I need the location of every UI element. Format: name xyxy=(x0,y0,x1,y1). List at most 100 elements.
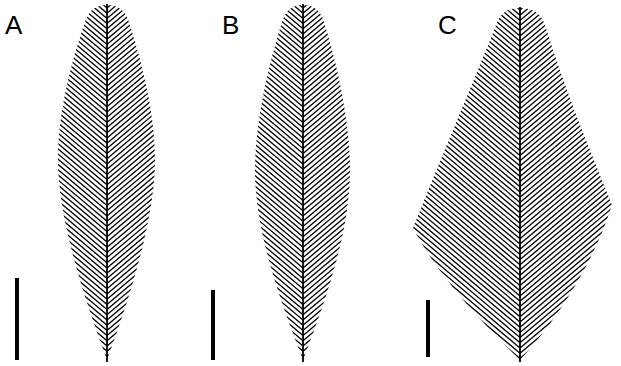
barb-line xyxy=(303,0,523,60)
barb-line xyxy=(300,0,520,31)
barb-line xyxy=(0,57,107,242)
barb-line xyxy=(303,0,523,174)
barb-line xyxy=(300,0,520,88)
barb-line xyxy=(83,0,303,164)
barb-line xyxy=(303,0,523,169)
barb-line xyxy=(300,0,520,166)
barb-line xyxy=(520,158,621,343)
barb-line xyxy=(83,119,303,304)
barb-line xyxy=(83,88,303,273)
barb-line xyxy=(520,23,621,208)
barb-line xyxy=(303,0,523,138)
barb-line xyxy=(300,142,520,327)
barb-line xyxy=(0,0,107,128)
barb-line xyxy=(520,49,621,234)
scale-bar xyxy=(15,278,19,360)
barb-line xyxy=(520,75,621,260)
barb-line xyxy=(0,93,107,278)
barb-line xyxy=(520,0,621,31)
barb-line xyxy=(300,0,520,161)
barb-line xyxy=(520,7,621,192)
barb-line xyxy=(303,0,523,91)
scale-bar xyxy=(426,300,430,357)
barb-line xyxy=(83,73,303,258)
barb-line xyxy=(300,64,520,249)
barb-line xyxy=(83,0,303,107)
barb-line xyxy=(83,0,303,18)
barb-line xyxy=(520,0,621,114)
barb-hatching xyxy=(0,0,327,362)
barb-line xyxy=(520,0,621,166)
barb-line xyxy=(520,69,621,254)
barb-line xyxy=(300,116,520,301)
barb-line xyxy=(520,0,621,98)
barb-line xyxy=(300,0,520,46)
barb-line xyxy=(107,0,327,133)
barb-line xyxy=(107,0,327,24)
barb-line xyxy=(520,0,621,150)
barb-hatching xyxy=(300,0,621,358)
barb-line xyxy=(0,0,107,70)
barb-line xyxy=(300,0,520,52)
barb-line xyxy=(0,0,107,65)
barb-line xyxy=(520,64,621,249)
barb-line xyxy=(520,38,621,223)
barb-line xyxy=(300,33,520,218)
barb-line xyxy=(303,177,523,362)
barb-line xyxy=(83,0,303,39)
barb-line xyxy=(300,80,520,265)
barb-line xyxy=(303,0,523,133)
barb-line xyxy=(300,0,520,98)
barb-line xyxy=(300,163,520,348)
barb-line xyxy=(0,26,107,211)
barb-line xyxy=(303,0,523,180)
barb-line xyxy=(107,0,327,91)
barb-line xyxy=(300,23,520,208)
barb-line xyxy=(520,54,621,239)
barb-line xyxy=(83,93,303,278)
barb-line xyxy=(300,28,520,213)
barb-line xyxy=(520,80,621,265)
barb-line xyxy=(83,145,303,330)
barb-line xyxy=(520,106,621,291)
barb-line xyxy=(83,130,303,315)
barb-line xyxy=(300,0,520,10)
barb-line xyxy=(0,36,107,221)
barb-line xyxy=(520,0,621,109)
barb-line xyxy=(300,0,520,124)
barb-line xyxy=(0,0,107,159)
barb-line xyxy=(520,0,621,171)
barb-line xyxy=(300,12,520,197)
barb-line xyxy=(83,0,303,91)
barb-line xyxy=(300,0,520,182)
barb-line xyxy=(520,163,621,348)
barb-line xyxy=(0,41,107,226)
barb-line xyxy=(83,0,303,44)
barb-line xyxy=(300,0,520,130)
barb-line xyxy=(83,135,303,320)
barb-line xyxy=(83,0,303,133)
midrib xyxy=(519,7,521,362)
barb-line xyxy=(107,0,327,96)
barb-line xyxy=(0,73,107,258)
barb-line xyxy=(83,0,303,128)
barb-line xyxy=(0,0,107,107)
barb-line xyxy=(0,0,107,164)
barb-line xyxy=(303,0,523,29)
barb-line xyxy=(83,99,303,284)
barb-line xyxy=(0,0,107,50)
barb-line xyxy=(83,47,303,232)
barb-line xyxy=(83,36,303,221)
barb-line xyxy=(520,0,621,156)
barb-line xyxy=(300,43,520,228)
barb-line xyxy=(300,0,520,15)
barb-line xyxy=(0,0,107,174)
barb-line xyxy=(520,0,621,67)
barb-line xyxy=(83,41,303,226)
barb-line xyxy=(0,0,107,138)
barb-line xyxy=(520,111,621,296)
barb-line xyxy=(83,5,303,190)
barb-line xyxy=(520,0,621,119)
barb-line xyxy=(520,12,621,197)
barb-line xyxy=(107,0,327,164)
